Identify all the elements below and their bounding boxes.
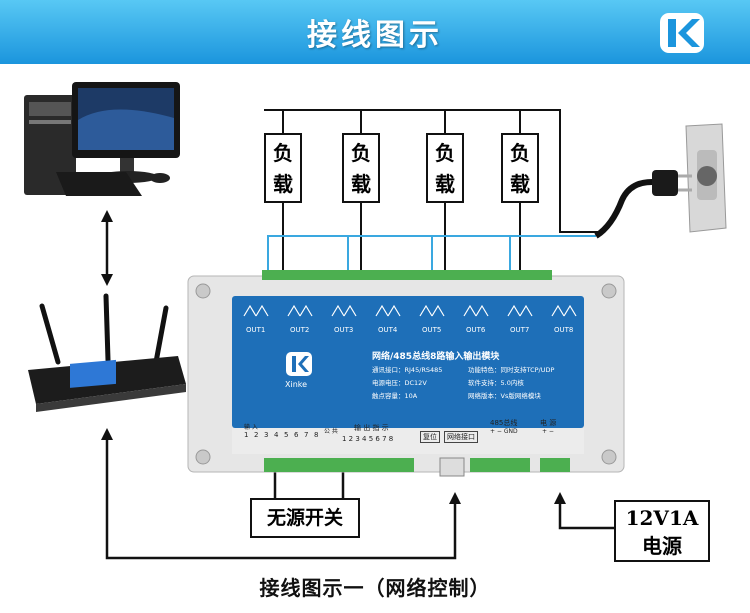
output-label: OUT1 bbox=[246, 326, 266, 334]
page-title: 接线图示 bbox=[307, 18, 443, 53]
xinke-logo bbox=[660, 13, 704, 53]
load-char: 负 bbox=[510, 141, 530, 165]
bus-label: 485总线 bbox=[490, 419, 518, 427]
output-label: OUT7 bbox=[510, 326, 530, 334]
load-char: 负 bbox=[435, 141, 455, 165]
input-number: 7 bbox=[304, 431, 309, 439]
indicator-label: 输 出 指 示 bbox=[354, 424, 389, 432]
output-labels: OUT1 OUT2 OUT3 OUT4 OUT5 OUT6 OUT7 OUT8 bbox=[232, 326, 584, 340]
diagram-caption: 接线图示一（网络控制） bbox=[259, 576, 491, 600]
load-box-4: 负 载 bbox=[501, 133, 539, 203]
header-banner: 接线图示 bbox=[0, 0, 750, 64]
input-number: 6 bbox=[294, 431, 299, 439]
passive-switch-box: 无源开关 bbox=[250, 498, 360, 538]
arrows bbox=[101, 210, 614, 560]
indicator-numbers: 1 2 3 4 5 6 7 8 bbox=[342, 435, 394, 443]
input-number: 8 bbox=[314, 431, 319, 439]
load-wires bbox=[264, 109, 598, 276]
load-box-3: 负 载 bbox=[426, 133, 464, 203]
load-char: 载 bbox=[273, 172, 293, 196]
load-char: 负 bbox=[273, 141, 293, 165]
input-number-row: 1 2 3 4 5 6 7 8 bbox=[244, 431, 324, 441]
spec-item: 通讯接口：RJ45/RS485 bbox=[372, 366, 443, 374]
router-icon bbox=[28, 293, 186, 412]
load-box-2: 负 载 bbox=[342, 133, 380, 203]
output-label: OUT6 bbox=[466, 326, 486, 334]
load-box-1: 负 载 bbox=[264, 133, 302, 203]
power-pins: + − bbox=[542, 428, 554, 435]
input-number: 4 bbox=[274, 431, 279, 439]
output-label: OUT8 bbox=[554, 326, 574, 334]
load-char: 负 bbox=[351, 141, 371, 165]
input-header-label: 输 入 bbox=[244, 424, 258, 431]
input-number: 1 bbox=[244, 431, 249, 439]
power-supply-box: 12V1A 电源 bbox=[614, 500, 710, 562]
desktop-computer-icon bbox=[24, 82, 180, 196]
bus-pins: + − GND bbox=[490, 428, 518, 435]
input-number: 5 bbox=[284, 431, 289, 439]
common-label: 公 共 bbox=[324, 428, 338, 435]
spec-item: 网络版本：Vs版网络模块 bbox=[468, 392, 541, 400]
network-port-label: 网络接口 bbox=[444, 431, 478, 443]
io-module bbox=[187, 270, 625, 477]
module-specs: 通讯接口：RJ45/RS485 电源电压：DC12V 触点容量：10A 功能特色… bbox=[372, 364, 572, 404]
reset-button[interactable]: 复位 bbox=[420, 431, 440, 443]
wall-socket-icon bbox=[594, 123, 727, 239]
spec-item: 电源电压：DC12V bbox=[372, 379, 427, 387]
spec-item: 功能特色：同时支持TCP/UDP bbox=[468, 366, 555, 374]
module-title: 网络/485总线8路输入输出模块 bbox=[372, 352, 500, 362]
passive-switch-label: 无源开关 bbox=[266, 507, 343, 529]
load-char: 载 bbox=[435, 172, 455, 196]
load-char: 载 bbox=[510, 172, 530, 196]
load-char: 载 bbox=[351, 172, 371, 196]
power-label: 电 源 bbox=[540, 419, 557, 427]
spec-item: 软件支持：5.0内核 bbox=[468, 379, 524, 387]
input-number: 2 bbox=[254, 431, 259, 439]
power-supply-label: 电源 bbox=[642, 534, 682, 558]
power-supply-rating: 12V1A bbox=[625, 506, 699, 530]
output-label: OUT4 bbox=[378, 326, 398, 334]
output-label: OUT5 bbox=[422, 326, 442, 334]
blue-cables bbox=[267, 235, 596, 276]
module-brand: Xinke bbox=[285, 380, 308, 389]
input-number: 3 bbox=[264, 431, 269, 439]
output-label: OUT2 bbox=[290, 326, 310, 334]
spec-item: 触点容量：10A bbox=[372, 392, 418, 400]
output-label: OUT3 bbox=[334, 326, 354, 334]
